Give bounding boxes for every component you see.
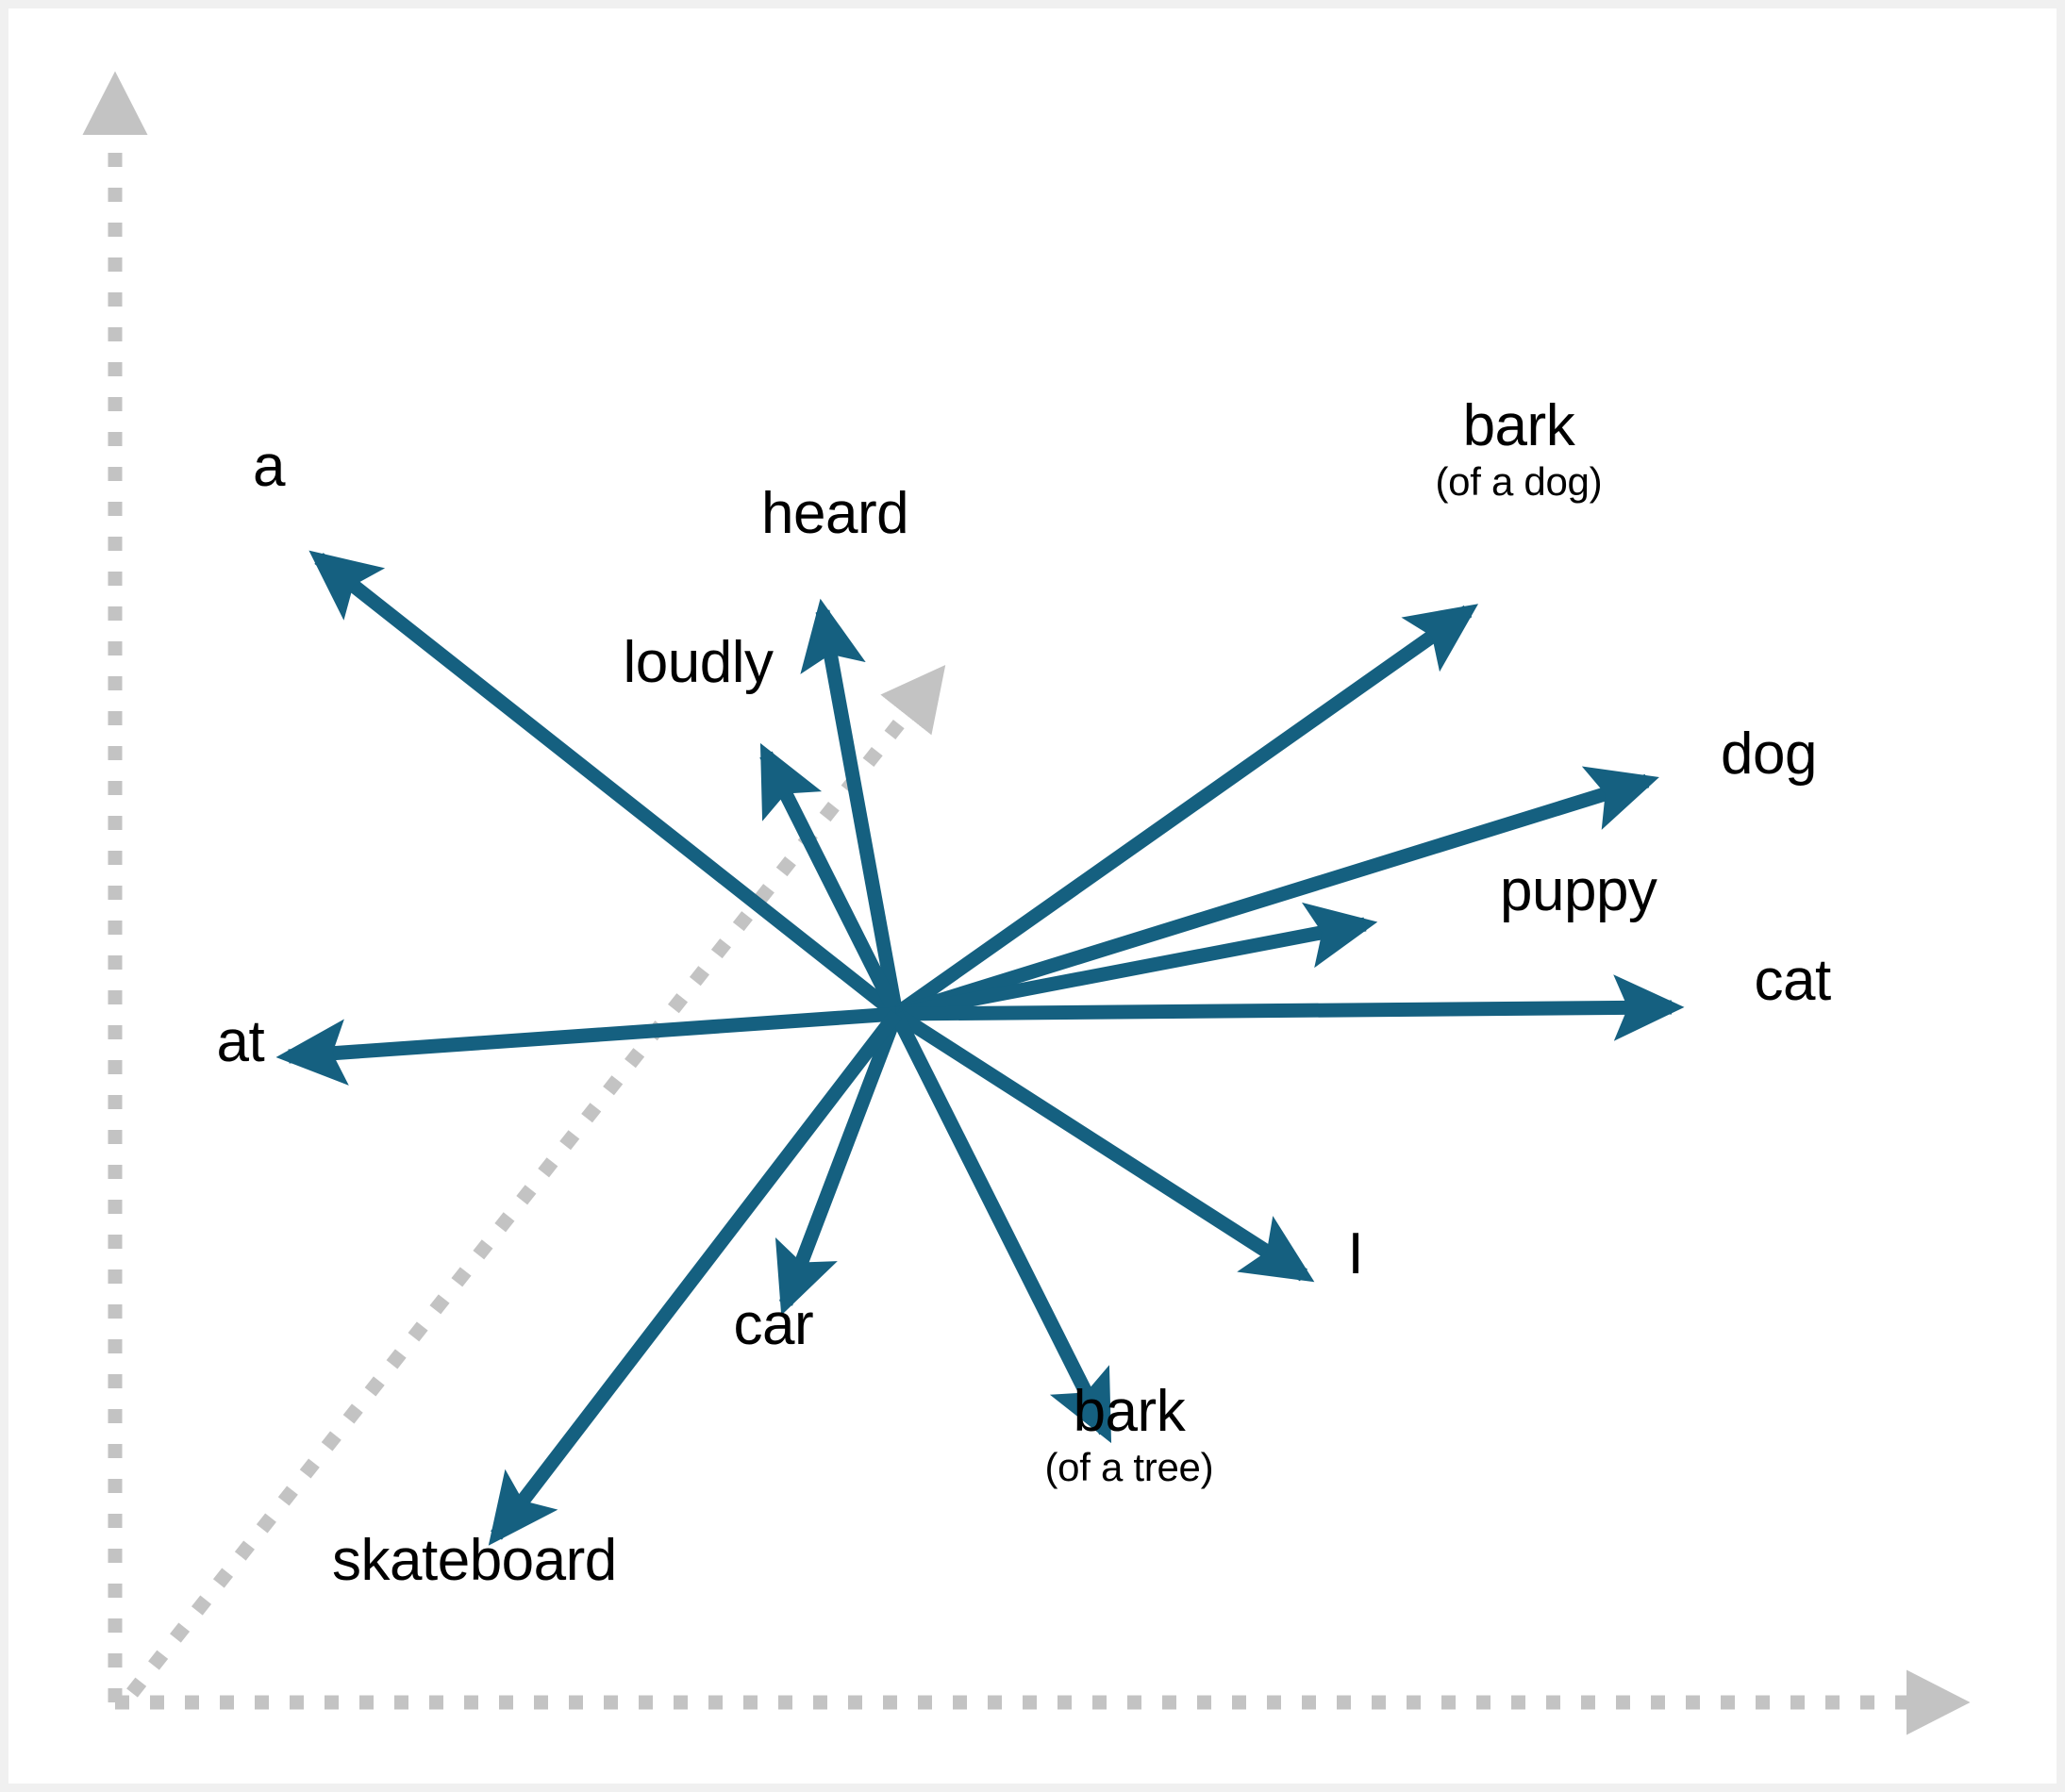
axis-layer [82,71,1971,1735]
word-label-text: car [733,1292,814,1357]
vector-arrow-a [308,550,901,1020]
word-label-text: a [253,434,285,499]
word-label-at: at [217,1013,265,1071]
word-label-dog: dog [1721,725,1817,784]
word-label-text: puppy [1500,858,1657,923]
word-label-text: bark [1462,392,1575,458]
word-label-text: at [216,1009,265,1074]
diagram-canvas [8,8,2057,1784]
word-label-text: cat [1754,948,1832,1013]
vector-arrow-car [774,1011,904,1316]
diagonal-axis [126,665,946,1698]
word-label-car: car [734,1296,814,1354]
vector-arrow-skateboard [488,1009,902,1546]
word-label-a: a [253,438,285,496]
word-label-text: loudly [623,630,774,695]
word-label-sense: (of a tree) [1044,1444,1214,1489]
word-label-i: I [1348,1225,1364,1284]
vector-arrow-loudly [759,742,903,1018]
word-label-sense: (of a dog) [1435,458,1603,504]
vector-arrow-puppy [894,902,1378,1021]
vector-arrow-heard [800,598,904,1016]
word-label-text: I [1347,1221,1364,1286]
vector-layer [275,550,1685,1546]
word-label-bark-of-a-tree: bark(of a tree) [1044,1382,1214,1495]
vector-arrow-dog [893,766,1659,1021]
word-label-text: skateboard [332,1528,617,1593]
word-label-text: dog [1721,722,1817,787]
word-label-text: bark [1073,1378,1186,1444]
word-label-puppy: puppy [1500,862,1657,921]
vector-arrow-bark-of-a-tree [890,1010,1112,1444]
word-label-heard: heard [761,485,909,543]
vector-arrow-cat [895,974,1685,1041]
vector-arrow-bark-of-a-dog [891,604,1479,1020]
word-label-bark-of-a-dog: bark(of a dog) [1435,396,1603,509]
word-label-text: heard [761,481,909,546]
word-label-cat: cat [1755,952,1832,1010]
word-label-loudly: loudly [624,634,774,692]
vector-arrow-at [275,1006,897,1086]
word-label-skateboard: skateboard [332,1532,617,1590]
vector-arrow-i [891,1007,1315,1283]
